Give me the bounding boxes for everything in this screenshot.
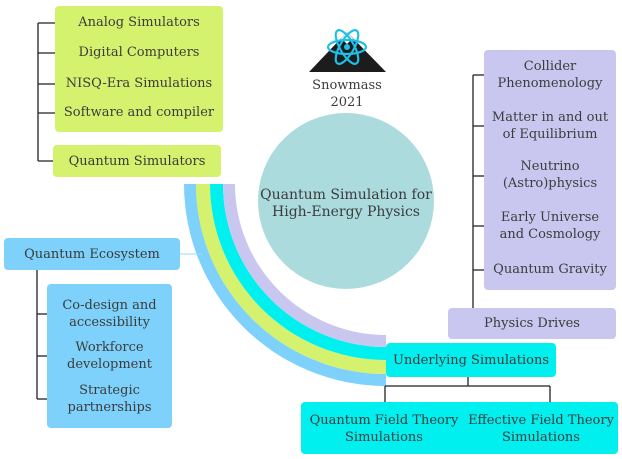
list-item-workforce: Workforce development [47,339,172,373]
center-title: Quantum Simulation for High-Energy Physi… [258,187,434,221]
list-item-strategic: Strategic partnerships [47,382,172,416]
collider-line2: Phenomenology [497,76,603,91]
workforce-line1: Workforce [75,340,144,355]
list-item-eft: Effective Field Theory Simulations [466,412,616,446]
neutrino-line1: Neutrino [520,159,580,174]
quantum-ecosystem-list [47,284,172,428]
early-universe-line2: and Cosmology [499,227,601,242]
arc-blue [184,184,386,386]
list-item-digital: Digital Computers [78,45,200,60]
list-item-qft: Quantum Field Theory Simulations [305,412,463,446]
arc-lavender [223,184,386,347]
codesign-line1: Co-design and [62,298,157,313]
collider-line1: Collider [523,59,577,74]
list-item-codesign: Co-design and accessibility [47,297,172,331]
quantum-simulators-bracket [37,22,55,162]
strategic-line2: partnerships [67,400,152,415]
codesign-line2: accessibility [69,315,150,330]
qft-line1: Quantum Field Theory [309,413,459,428]
arc-cyan [210,184,386,360]
neutrino-line2: (Astro)physics [502,176,598,191]
list-item-matter: Matter in and out of Equilibrium [484,109,616,143]
qft-line2: Simulations [345,430,423,445]
list-item-software: Software and compiler [63,105,215,120]
list-item-neutrino: Neutrino (Astro)physics [484,158,616,192]
workforce-line2: development [67,357,152,372]
quantum-simulators-button[interactable]: Quantum Simulators [53,145,221,177]
underlying-simulations-button[interactable]: Underlying Simulations [386,343,556,377]
arc-green [196,184,386,374]
physics-drives-button[interactable]: Physics Drives [448,308,616,339]
list-item-quantum-gravity: Quantum Gravity [493,262,607,277]
center-circle [258,113,434,289]
strategic-line1: Strategic [79,383,140,398]
center-title-line2: High-Energy Physics [272,204,420,220]
matter-line2: of Equilibrium [502,127,598,142]
physics-drives-list [484,50,616,290]
underlying-simulations-bracket [384,377,551,402]
center-title-line1: Quantum Simulation for [260,187,432,203]
early-universe-line1: Early Universe [500,210,600,225]
eft-line2: Simulations [502,430,580,445]
list-item-early-universe: Early Universe and Cosmology [484,209,616,243]
eft-line1: Effective Field Theory [468,413,614,428]
quantum-ecosystem-bracket [36,270,47,400]
quantum-simulators-list [55,6,223,132]
underlying-simulations-list [301,402,618,454]
matter-line1: Matter in and out [491,110,609,125]
atom-mountain-icon [309,29,386,72]
quantum-ecosystem-button[interactable]: Quantum Ecosystem [4,238,180,270]
list-item-analog: Analog Simulators [78,15,200,30]
list-item-nisq: NISQ-Era Simulations [65,76,213,91]
snowmass-label: Snowmass 2021 [312,78,382,110]
list-item-collider: Collider Phenomenology [484,58,616,92]
